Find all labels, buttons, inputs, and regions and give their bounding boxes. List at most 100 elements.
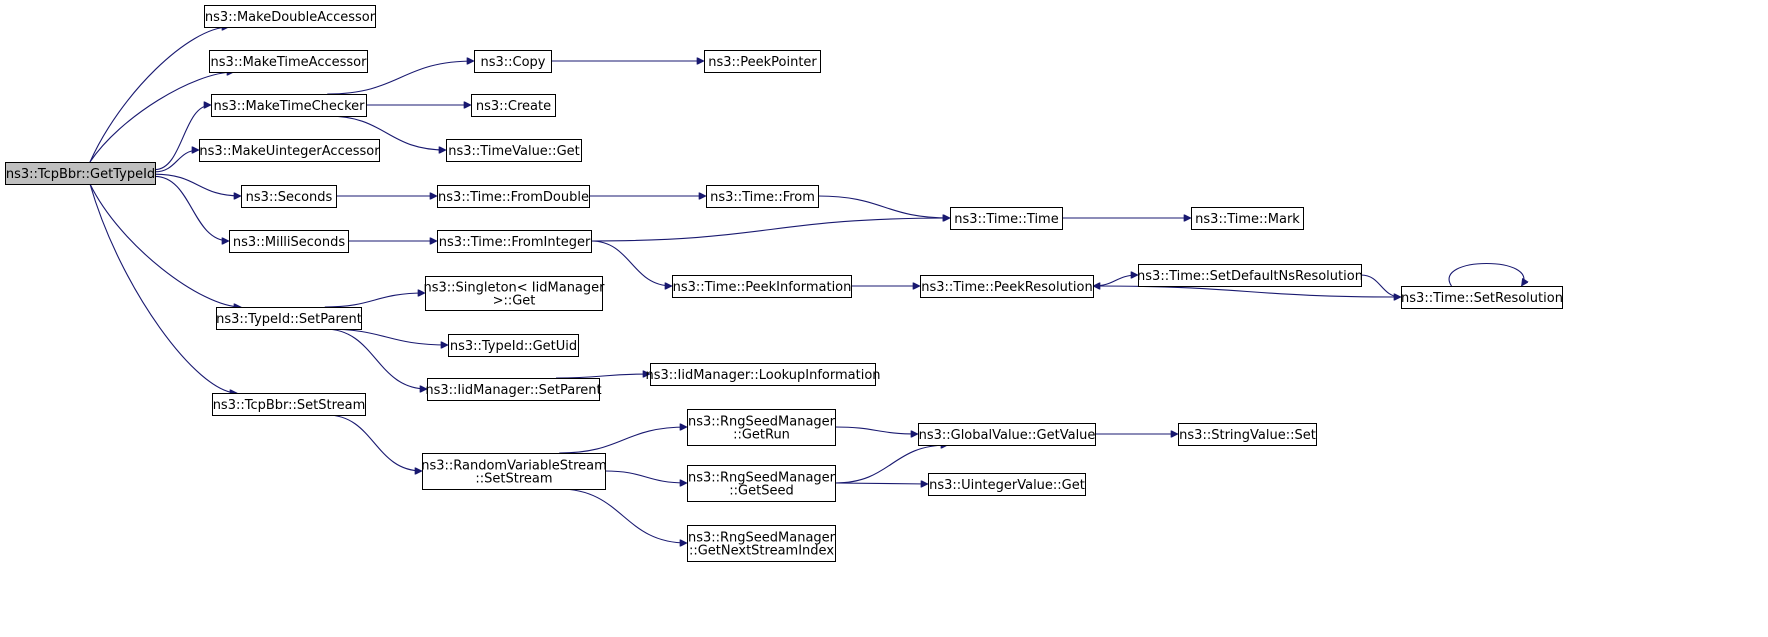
edge-tsp-to-imsp <box>324 328 427 389</box>
node-mda[interactable]: ns3::MakeDoubleAccessor <box>204 5 376 28</box>
edge-tfi-to-tpi <box>590 240 672 286</box>
node-label: ns3::RngSeedManager <box>688 415 836 430</box>
node-label: ns3::Time::FromInteger <box>439 235 591 250</box>
node-tfd[interactable]: ns3::Time::FromDouble <box>437 185 590 208</box>
edge-root-to-sec <box>154 173 241 196</box>
edge-tsr-to-tsr <box>1448 262 1524 287</box>
node-box <box>425 276 603 311</box>
node-root[interactable]: ns3::TcpBbr::GetTypeId <box>5 162 156 185</box>
edge-tpr-to-tsdn <box>1092 275 1138 287</box>
node-box <box>687 409 836 446</box>
node-label: ns3::Time::SetDefaultNsResolution <box>1137 269 1363 284</box>
node-copy[interactable]: ns3::Copy <box>474 50 552 73</box>
node-ttime[interactable]: ns3::Time::Time <box>950 207 1063 230</box>
node-box <box>928 473 1086 496</box>
edge-rvs-to-rsmn <box>559 488 687 543</box>
node-rsmr[interactable]: ns3::RngSeedManager::GetRun <box>687 409 836 446</box>
node-imsp[interactable]: ns3::IidManager::SetParent <box>425 378 602 401</box>
edge-rsmr-to-gvgv <box>834 426 918 434</box>
node-label: ::GetNextStreamIndex <box>689 544 834 559</box>
node-svs[interactable]: ns3::StringValue::Set <box>1178 423 1317 446</box>
node-imli[interactable]: ns3::IidManager::LookupInformation <box>645 363 881 386</box>
node-rsms[interactable]: ns3::RngSeedManager::GetSeed <box>687 465 836 502</box>
node-box <box>204 5 376 28</box>
node-box <box>950 207 1063 230</box>
node-box <box>5 162 156 185</box>
edge-tfrom-to-ttime <box>817 195 950 218</box>
node-label: ns3::MakeTimeAccessor <box>211 55 368 70</box>
node-guid[interactable]: ns3::TypeId::GetUid <box>448 334 579 357</box>
node-label: ns3::Time::FromDouble <box>438 190 589 205</box>
node-box <box>672 275 852 298</box>
node-pp[interactable]: ns3::PeekPointer <box>704 50 821 73</box>
node-ms[interactable]: ns3::MilliSeconds <box>229 230 349 253</box>
node-label: ns3::PeekPointer <box>708 55 817 70</box>
edge-root-to-tbs <box>89 183 237 393</box>
edge-root-to-tsp <box>89 183 241 307</box>
edge-mtc-to-copy <box>327 61 474 95</box>
node-box <box>920 275 1094 298</box>
node-tfrom[interactable]: ns3::Time::From <box>706 185 819 208</box>
edge-tsp-to-guid <box>324 328 448 345</box>
node-label: ns3::Time::SetResolution <box>1401 291 1563 306</box>
node-box <box>216 307 362 330</box>
node-box <box>209 50 368 73</box>
node-mua[interactable]: ns3::MakeUintegerAccessor <box>199 139 380 162</box>
node-tsp[interactable]: ns3::TypeId::SetParent <box>216 307 362 330</box>
edge-tsp-to-sing <box>324 293 425 308</box>
node-uvg[interactable]: ns3::UintegerValue::Get <box>928 473 1086 496</box>
node-label: ns3::Seconds <box>246 190 333 205</box>
node-label: ns3::Time::From <box>710 190 815 205</box>
node-box <box>422 453 606 490</box>
node-label: ns3::MakeUintegerAccessor <box>199 144 380 159</box>
node-rsmn[interactable]: ns3::RngSeedManager::GetNextStreamIndex <box>687 525 836 562</box>
edge-imsp-to-imli <box>555 374 650 379</box>
edge-rvs-to-rsms <box>604 470 687 483</box>
node-box <box>687 525 836 562</box>
nodes-layer: ns3::TcpBbr::GetTypeId ns3::MakeDoubleAcc… <box>5 5 1563 562</box>
node-label: ::GetRun <box>733 428 790 443</box>
edge-tbs-to-rvs <box>326 414 422 471</box>
node-tpi[interactable]: ns3::Time::PeekInformation <box>672 275 852 298</box>
node-box <box>1191 207 1304 230</box>
node-label: ns3::MilliSeconds <box>233 235 346 250</box>
node-label: ns3::MakeTimeChecker <box>214 99 366 114</box>
node-tmark[interactable]: ns3::Time::Mark <box>1191 207 1304 230</box>
node-tpr[interactable]: ns3::Time::PeekResolution <box>920 275 1094 298</box>
node-label: ns3::TypeId::GetUid <box>450 339 577 354</box>
node-gvgv[interactable]: ns3::GlobalValue::GetValue <box>918 423 1096 446</box>
edge-tfi-to-ttime <box>590 218 950 242</box>
node-mta[interactable]: ns3::MakeTimeAccessor <box>209 50 368 73</box>
node-mtc[interactable]: ns3::MakeTimeChecker <box>211 94 367 117</box>
node-box <box>427 378 600 401</box>
node-rvs[interactable]: ns3::RandomVariableStream::SetStream <box>421 453 607 490</box>
node-tsr[interactable]: ns3::Time::SetResolution <box>1401 286 1563 309</box>
node-box <box>211 94 367 117</box>
node-create[interactable]: ns3::Create <box>471 94 556 117</box>
node-label: ns3::StringValue::Set <box>1179 428 1316 443</box>
node-box <box>650 363 876 386</box>
node-box <box>241 185 337 208</box>
edge-rvs-to-rsmr <box>559 427 687 454</box>
node-box <box>437 230 592 253</box>
edge-root-to-mua <box>154 150 199 173</box>
node-label: ns3::Time::PeekInformation <box>673 280 852 295</box>
node-box <box>474 50 552 73</box>
node-box <box>212 393 366 416</box>
edge-root-to-ms <box>154 175 229 241</box>
node-box <box>706 185 819 208</box>
node-tsdn[interactable]: ns3::Time::SetDefaultNsResolution <box>1137 264 1363 287</box>
node-tfi[interactable]: ns3::Time::FromInteger <box>437 230 592 253</box>
node-box <box>1138 264 1362 287</box>
node-sec[interactable]: ns3::Seconds <box>241 185 337 208</box>
node-label: ns3::RandomVariableStream <box>421 459 607 474</box>
node-label: >::Get <box>493 294 536 309</box>
node-tvg[interactable]: ns3::TimeValue::Get <box>446 139 582 162</box>
node-box <box>199 139 380 162</box>
edge-root-to-mta <box>89 72 234 163</box>
node-tbs[interactable]: ns3::TcpBbr::SetStream <box>212 393 366 416</box>
node-label: ::SetStream <box>475 472 552 487</box>
edge-root-to-mda <box>89 27 229 163</box>
node-sing[interactable]: ns3::Singleton< IidManager>::Get <box>423 276 605 311</box>
